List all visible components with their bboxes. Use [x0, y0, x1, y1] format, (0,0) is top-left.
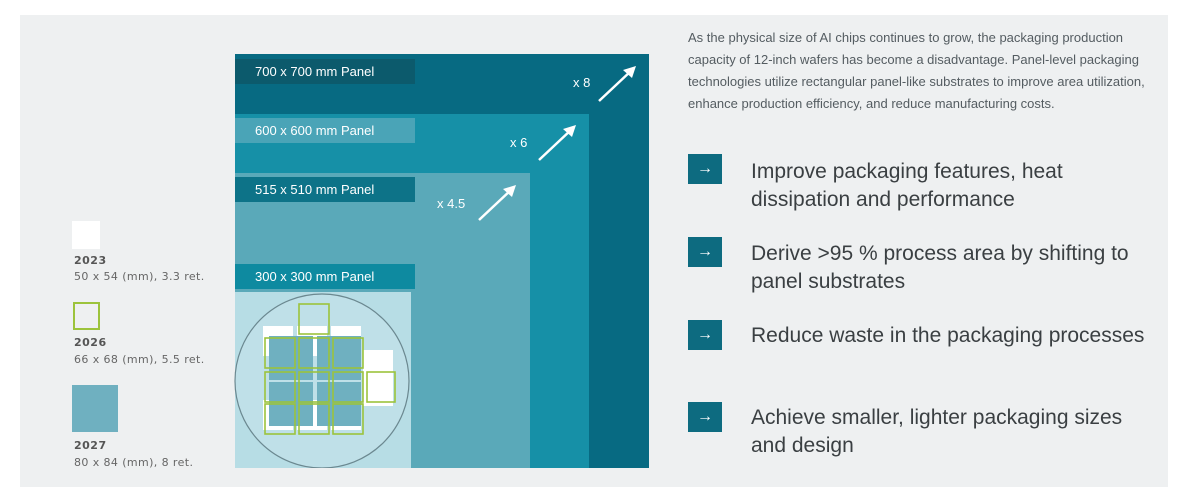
bullet-text-1: Improve packaging features, heat dissipa… — [751, 160, 1063, 211]
multiplier-x8: x 8 — [573, 75, 591, 90]
arrow-up-right-icon — [478, 185, 516, 221]
arrow-up-right-icon — [598, 66, 636, 102]
intro-paragraph: As the physical size of AI chips continu… — [688, 30, 1145, 111]
arrow-up-right-icon — [538, 125, 576, 161]
chips-2026 — [264, 303, 396, 435]
panel-515-label: 515 x 510 mm Panel — [235, 177, 415, 202]
arrow-right-icon: → — [688, 320, 722, 350]
panel-700-label: 700 x 700 mm Panel — [235, 59, 415, 84]
legend-desc-2023: 50 x 54 (mm), 3.3 ret. — [74, 270, 205, 283]
panel-600-label: 600 x 600 mm Panel — [235, 118, 415, 143]
panel-300-label: 300 x 300 mm Panel — [235, 264, 415, 289]
legend-swatch-2026 — [73, 302, 100, 330]
legend-swatch-2027 — [72, 385, 118, 432]
legend-year-2026: 2026 — [74, 336, 107, 349]
bullet-text-3: Reduce waste in the packaging processes — [751, 324, 1145, 347]
arrow-right-icon: → — [688, 154, 722, 184]
arrow-right-icon: → — [688, 237, 722, 267]
legend-swatch-2023 — [72, 221, 100, 249]
multiplier-x6: x 6 — [510, 135, 528, 150]
legend-year-2023: 2023 — [74, 254, 107, 267]
wafer-illustration — [234, 293, 410, 468]
legend-desc-2027: 80 x 84 (mm), 8 ret. — [74, 456, 194, 469]
bullet-text-4: Achieve smaller, lighter packaging sizes… — [751, 406, 1123, 457]
legend-year-2027: 2027 — [74, 439, 107, 452]
multiplier-x4-5: x 4.5 — [437, 196, 466, 211]
arrow-right-icon: → — [688, 402, 722, 432]
legend-desc-2026: 66 x 68 (mm), 5.5 ret. — [74, 353, 205, 366]
bullet-text-2: Derive >95 % process area by shifting to… — [751, 242, 1129, 293]
